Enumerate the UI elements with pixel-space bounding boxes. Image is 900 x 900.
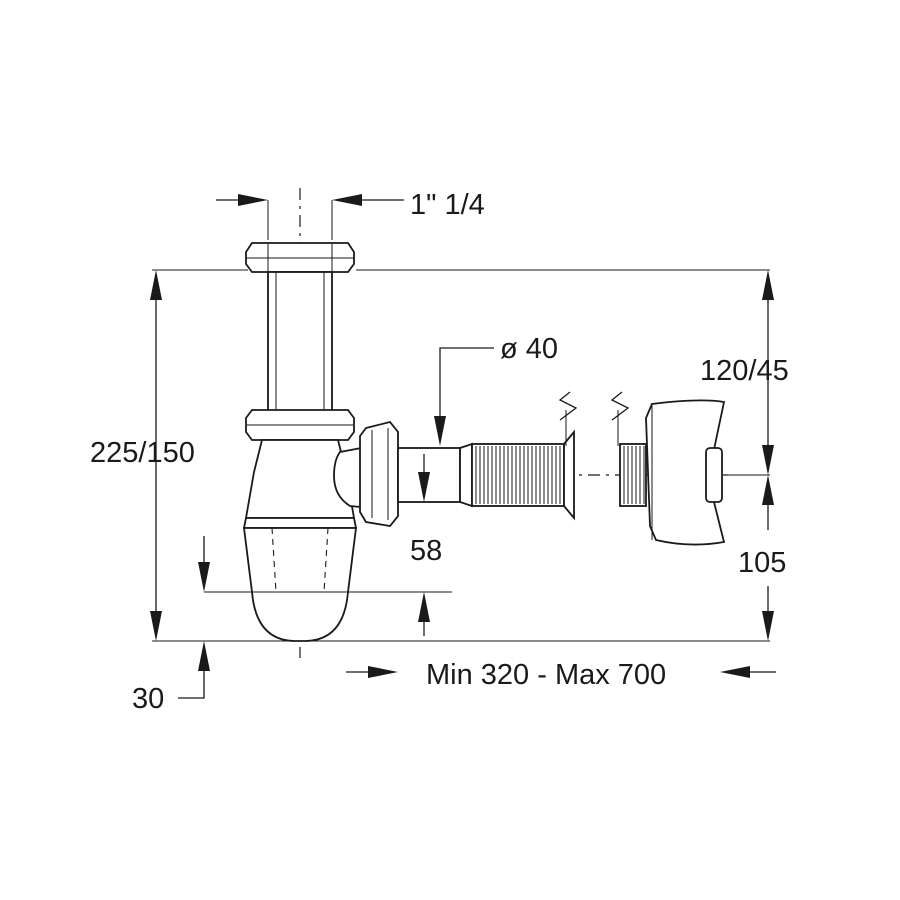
dimension-outlet-offset: 58 bbox=[198, 454, 452, 636]
dimension-bottom-clearance: 30 bbox=[132, 641, 210, 715]
dimension-outlet-diameter: ø 40 bbox=[434, 333, 558, 446]
outlet-tube bbox=[397, 391, 578, 521]
label-outlet-height: 120/45 bbox=[700, 355, 789, 387]
label-wall-height: 105 bbox=[738, 547, 786, 579]
dimension-wall-height: 105 bbox=[738, 475, 786, 641]
label-total-height: 225/150 bbox=[90, 437, 195, 469]
inlet-pipe bbox=[245, 242, 355, 441]
siphon-bottle bbox=[242, 439, 358, 642]
dimension-outlet-height: 120/45 bbox=[700, 270, 789, 475]
label-length-range: Min 320 - Max 700 bbox=[426, 659, 666, 691]
dimension-inlet-thread: 1" 1/4 bbox=[216, 189, 485, 221]
extension-lines bbox=[152, 200, 770, 642]
label-outlet-offset: 58 bbox=[410, 535, 442, 567]
label-bottom-clearance: 30 bbox=[132, 683, 164, 715]
dimension-length-range: Min 320 - Max 700 bbox=[346, 659, 776, 691]
dimension-total-height: 225/150 bbox=[90, 270, 195, 641]
label-outlet-diameter: ø 40 bbox=[500, 333, 558, 365]
label-inlet-thread: 1" 1/4 bbox=[410, 189, 485, 221]
wall-connection bbox=[610, 391, 726, 546]
outlet-elbow bbox=[333, 420, 399, 527]
